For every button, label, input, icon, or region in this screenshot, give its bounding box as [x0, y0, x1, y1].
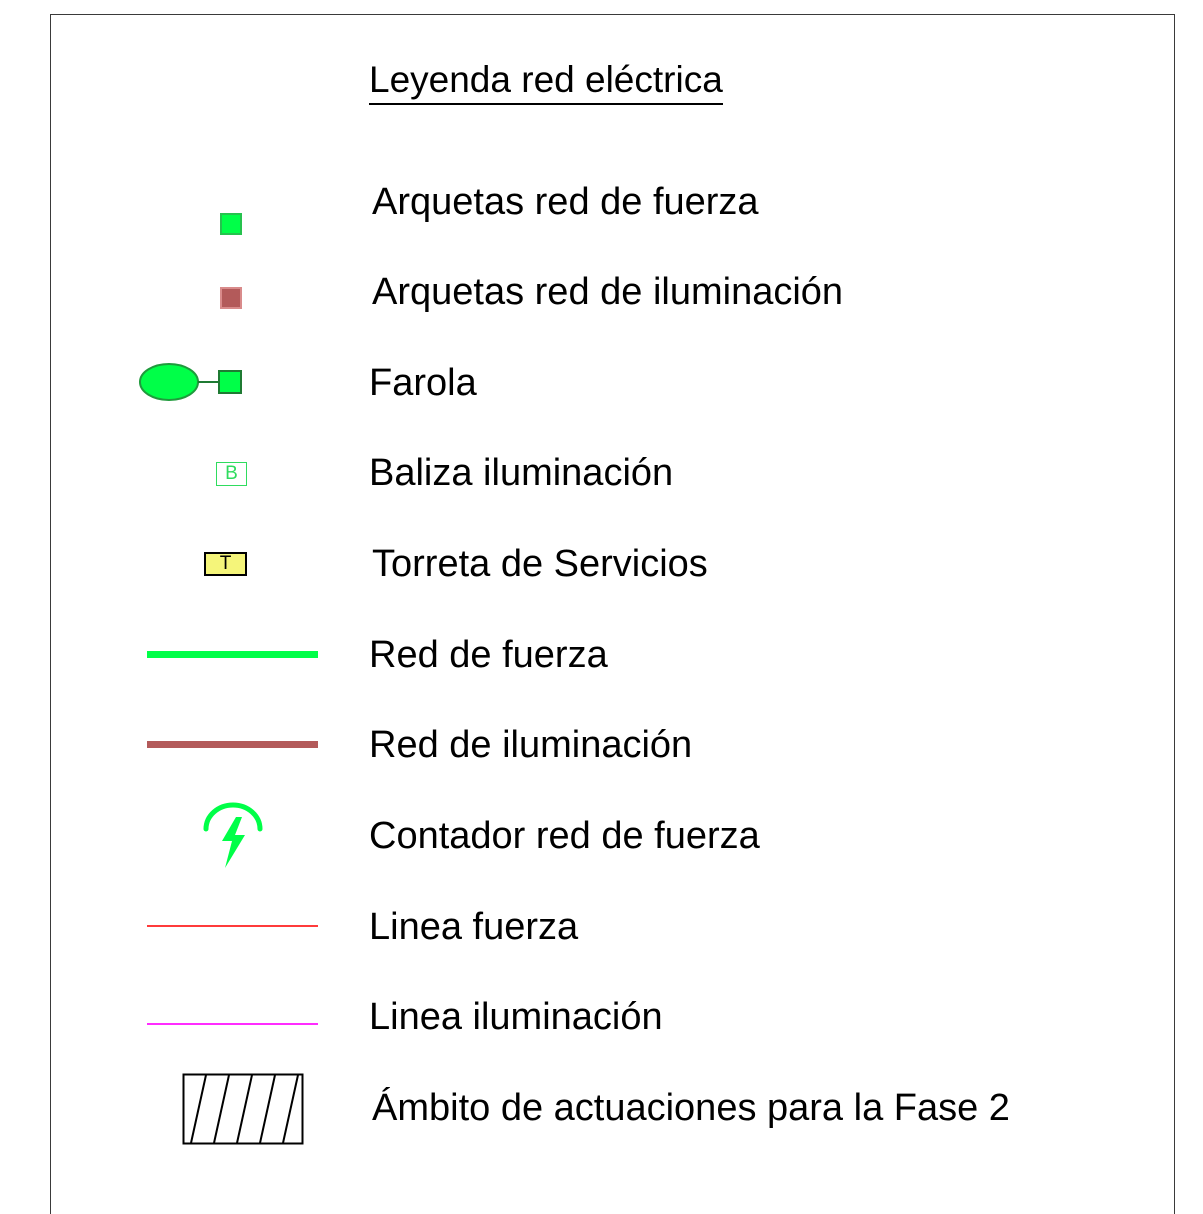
legend-title: Leyenda red eléctrica	[369, 58, 723, 105]
thick-brown-line	[147, 741, 318, 748]
legend-item-label: Linea iluminación	[369, 996, 663, 1038]
legend-item-label: Baliza iluminación	[369, 452, 674, 494]
bollard-letter: B	[225, 463, 238, 484]
legend-item-label: Arquetas red de iluminación	[372, 271, 844, 313]
bollard-icon: B	[216, 462, 247, 486]
thin-red-line	[147, 925, 318, 927]
legend-item-label: Farola	[369, 362, 477, 404]
green-square-icon	[220, 213, 242, 235]
streetlight-icon	[139, 363, 242, 401]
thin-magenta-line	[147, 1023, 318, 1025]
meter-bolt-icon	[203, 802, 263, 868]
legend-item-label: Arquetas red de fuerza	[372, 181, 759, 223]
legend-item-label: Red de fuerza	[369, 634, 608, 676]
thick-green-line	[147, 651, 318, 658]
legend-item-label: Ámbito de actuaciones para la Fase 2	[372, 1087, 1010, 1129]
legend-item-label: Linea fuerza	[369, 906, 579, 948]
legend-item-label: Red de iluminación	[369, 724, 693, 766]
hatched-area-icon	[182, 1073, 304, 1145]
legend-item-label: Torreta de Servicios	[372, 543, 708, 585]
brown-square-icon	[220, 287, 242, 309]
service-tower-letter: T	[219, 553, 232, 574]
legend-item-label: Contador red de fuerza	[369, 815, 760, 857]
service-tower-icon: T	[204, 552, 247, 576]
